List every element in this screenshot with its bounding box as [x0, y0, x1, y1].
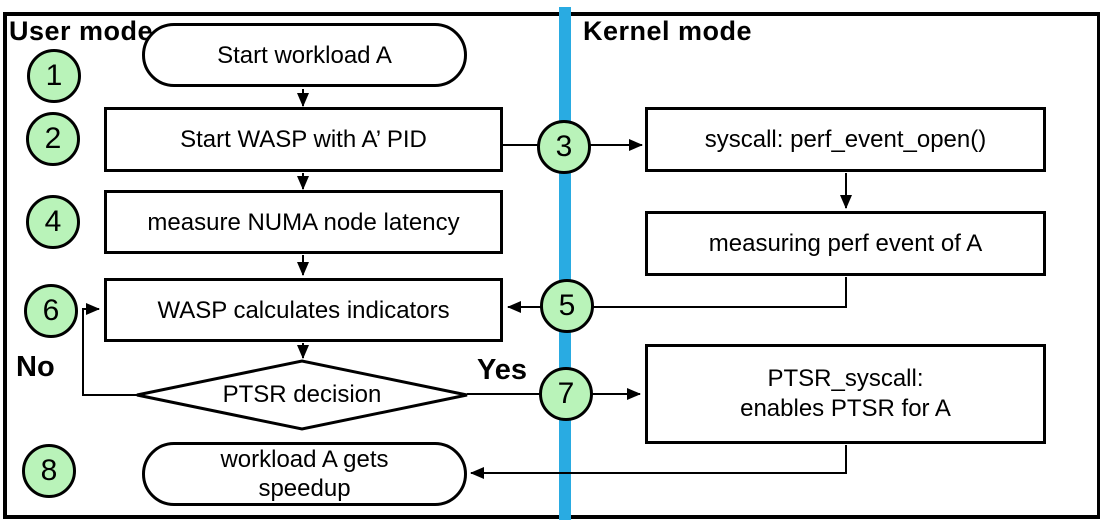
arrow-ptsr-to-speedup	[470, 445, 847, 479]
node-workload-speedup: workload A gets speedup	[142, 442, 467, 506]
decision-diamond-shape	[136, 359, 468, 431]
node-start-wasp-text: Start WASP with A’ PID	[180, 126, 427, 153]
arrow-measuring-to-calc	[507, 277, 847, 313]
node-syscall-perf-event-open: syscall: perf_event_open()	[645, 107, 1046, 172]
node-ptsr-syscall: PTSR_syscall: enables PTSR for A	[645, 344, 1046, 444]
step-circle-8: 8	[22, 444, 76, 498]
step-circle-3: 3	[537, 120, 591, 174]
yes-branch-label: Yes	[477, 354, 527, 386]
node-measure-numa: measure NUMA node latency	[104, 190, 503, 254]
step-circle-6: 6	[24, 284, 78, 338]
node-start-wasp: Start WASP with A’ PID	[104, 107, 503, 172]
step-circle-7: 7	[539, 367, 593, 421]
user-mode-label: User mode	[9, 16, 154, 46]
node-measure-numa-text: measure NUMA node latency	[147, 208, 460, 236]
node-ptsr-syscall-line1: PTSR_syscall:	[767, 365, 924, 392]
step-circle-4: 4	[26, 195, 80, 249]
step-circle-2: 2	[26, 112, 80, 166]
step-circle-5: 5	[540, 279, 594, 333]
kernel-mode-label: Kernel mode	[583, 16, 753, 46]
node-start-workload-text: Start workload A	[217, 41, 392, 69]
node-workload-speedup-line1: workload A gets	[220, 446, 389, 473]
node-workload-speedup-line2: speedup	[258, 475, 351, 502]
node-wasp-calculates: WASP calculates indicators	[104, 278, 503, 342]
arrow-no-loop-to-calc	[82, 303, 139, 396]
step-circle-1: 1	[27, 49, 81, 103]
node-ptsr-decision-text: PTSR decision	[222, 381, 382, 408]
no-branch-label: No	[16, 351, 55, 383]
node-ptsr-syscall-line2: enables PTSR for A	[740, 395, 951, 422]
node-measuring-perf-event: measuring perf event of A	[645, 211, 1046, 276]
node-syscall-perf-event-open-text: syscall: perf_event_open()	[704, 126, 987, 153]
node-wasp-calculates-text: WASP calculates indicators	[157, 296, 450, 324]
node-measuring-perf-event-text: measuring perf event of A	[708, 230, 983, 257]
node-start-workload: Start workload A	[142, 23, 467, 87]
